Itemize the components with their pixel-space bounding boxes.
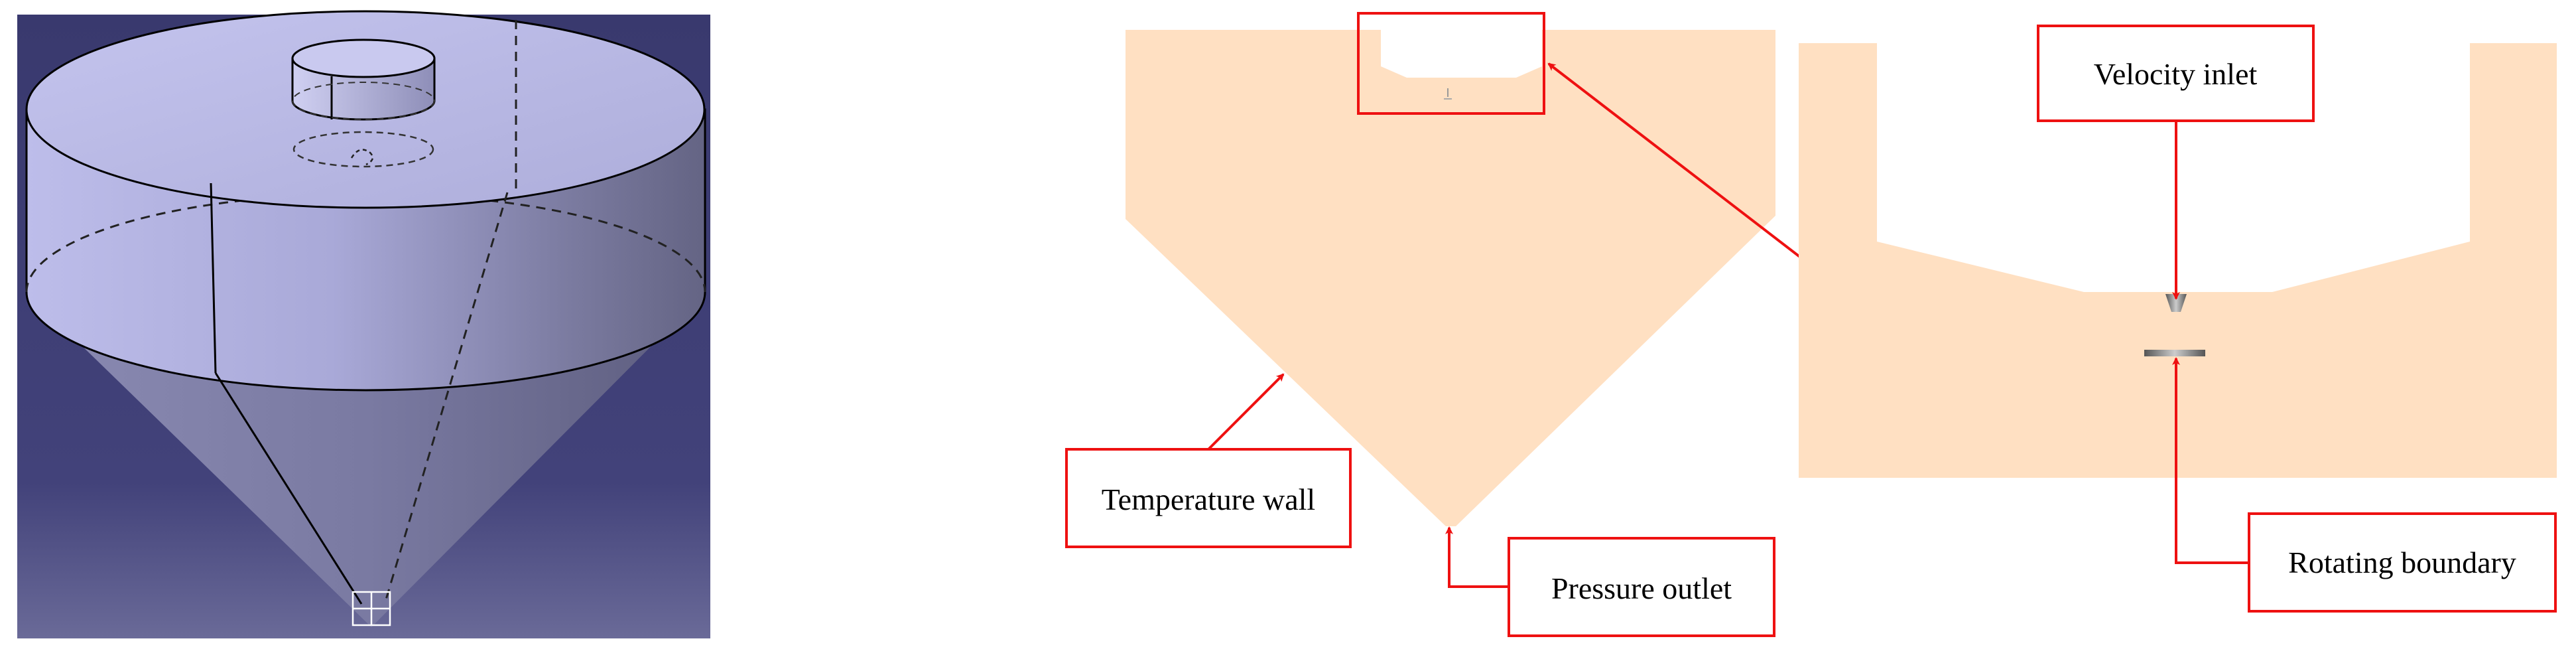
- cad-inlet-pipe-hidden-ring: [292, 82, 435, 120]
- pressure-outlet-callout-box: [1508, 537, 1775, 637]
- velocity-inlet-label: Velocity inlet: [2094, 57, 2258, 91]
- cad-wall-seam: [210, 183, 217, 374]
- zoom-region-box: [1357, 12, 1545, 115]
- temperature-wall-callout-box: [1065, 448, 1352, 548]
- temperature-wall-label: Temperature wall: [1102, 482, 1315, 516]
- cad-model-panel: [17, 10, 710, 638]
- cad-cone-seam: [214, 372, 363, 605]
- zoomed-inlet-panel: Velocity inlet Rotating boundary: [1799, 25, 2557, 613]
- rotating-boundary-label: Rotating boundary: [2288, 546, 2516, 579]
- zoomed-domain-shape: [1799, 43, 2557, 478]
- cad-cone-seam-hidden: [383, 192, 509, 605]
- cad-outlet-grid: [352, 591, 391, 626]
- cad-inlet-pipe-top: [291, 38, 436, 78]
- velocity-inlet-nozzle: [2165, 294, 2187, 312]
- cad-impeller-ring-hidden: [292, 131, 434, 168]
- zoom-connector-arrow: [1547, 62, 1802, 259]
- rotating-boundary-arrow: [2172, 357, 2249, 564]
- pressure-outlet-arrow: [1445, 526, 1509, 588]
- pressure-outlet-label: Pressure outlet: [1551, 571, 1732, 605]
- rotating-boundary-callout-box: [2248, 512, 2557, 613]
- temperature-wall-arrow: [1207, 373, 1285, 451]
- cad-impeller-blade: [350, 149, 374, 166]
- fluid-domain-panel: Temperature wall Pressure outlet: [1065, 12, 1802, 637]
- rotating-boundary-bar: [2144, 350, 2205, 356]
- inlet-cutout: [1381, 16, 1542, 78]
- fluid-domain-shape: [1126, 30, 1775, 526]
